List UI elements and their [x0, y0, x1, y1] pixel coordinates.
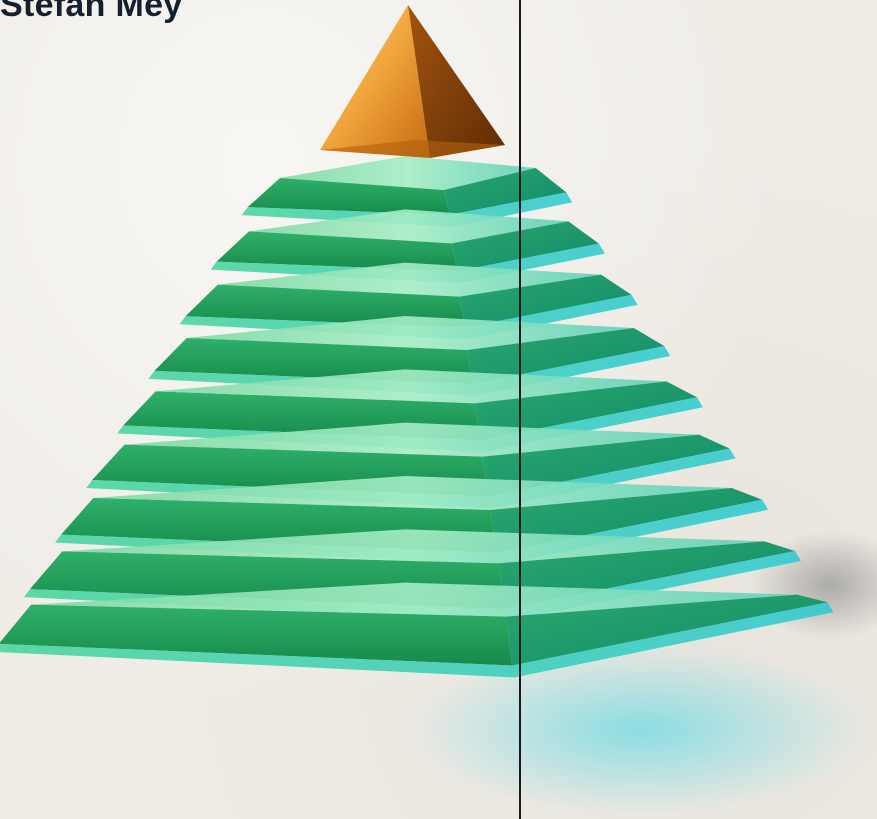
author-name: Stefan Mey: [0, 0, 183, 25]
capstone-icon: [320, 5, 505, 158]
column-divider: [519, 0, 521, 819]
pyramid-layers: [0, 156, 834, 677]
